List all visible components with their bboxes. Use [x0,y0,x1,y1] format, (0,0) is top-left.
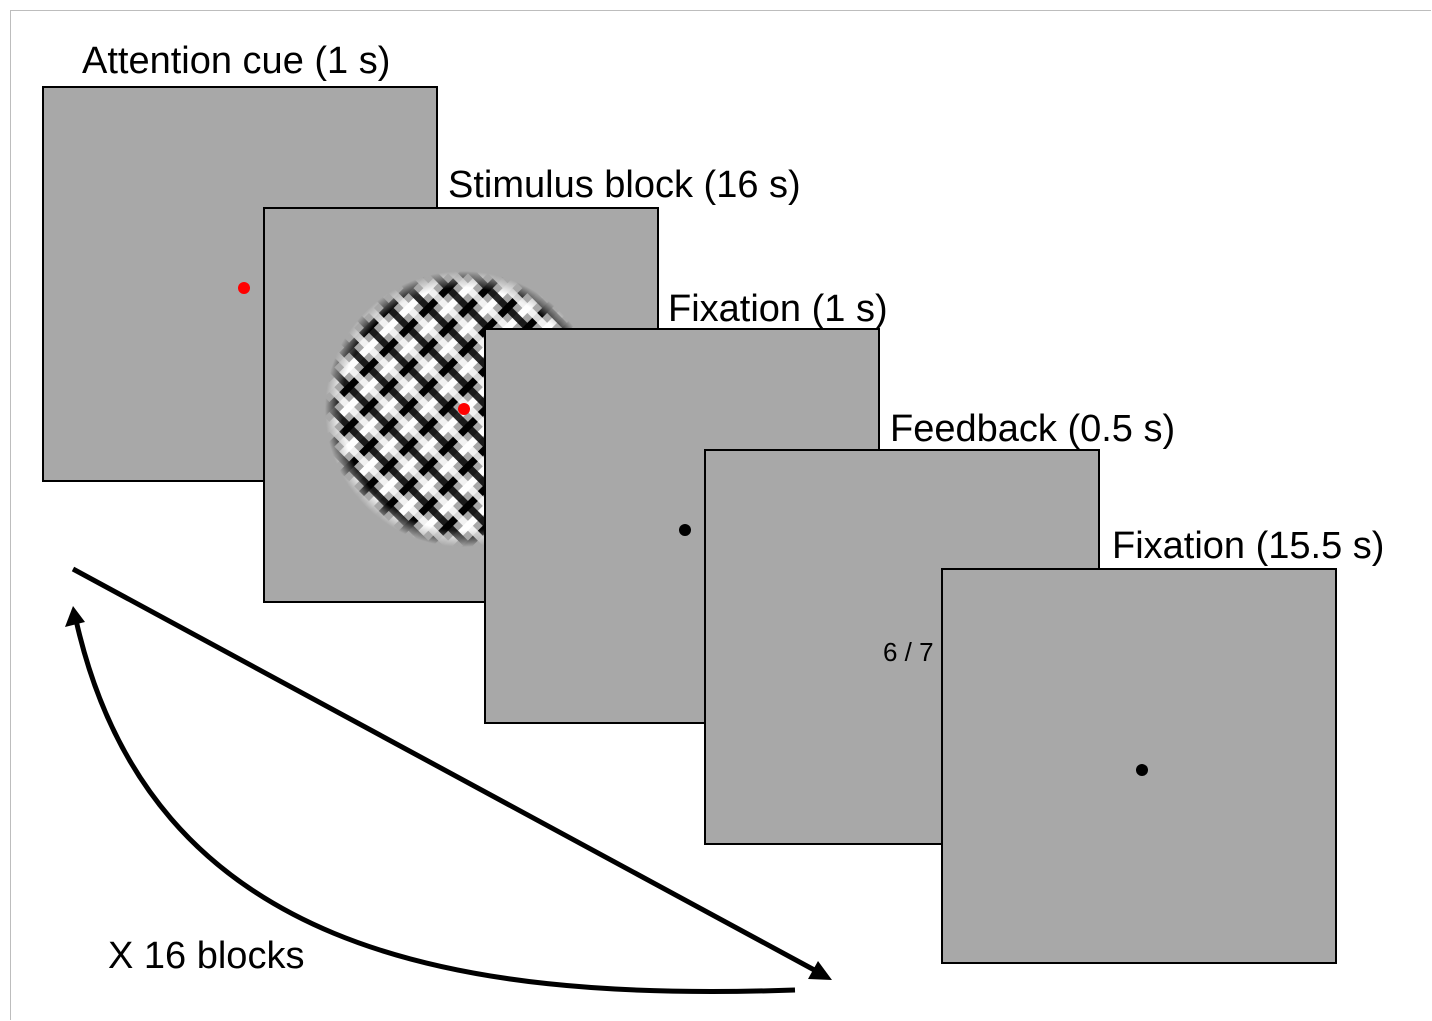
repeat-loop-arrowhead [65,606,85,627]
repeat-loop-arrow-curve [73,619,796,995]
figure-frame [10,10,1431,1020]
fixation-dot [679,524,691,536]
stage-label-fixation-long: Fixation (15.5 s) [1112,525,1385,567]
screen-fixation-long [941,568,1337,964]
stimulus-fixation-dot [458,403,470,415]
stage-label-attention-cue: Attention cue (1 s) [82,40,391,82]
feedback-score-text: 6 / 7 [883,637,934,667]
repeat-count-label: X 16 blocks [108,935,305,977]
stage-label-stimulus-block: Stimulus block (16 s) [448,164,801,206]
stage-label-fixation-short: Fixation (1 s) [668,288,888,330]
time-direction-arrowhead [808,961,832,980]
time-direction-arrow-line [71,566,820,975]
fixation-dot [1136,764,1148,776]
stage-label-feedback: Feedback (0.5 s) [890,408,1176,450]
cue-fixation-dot [238,282,250,294]
